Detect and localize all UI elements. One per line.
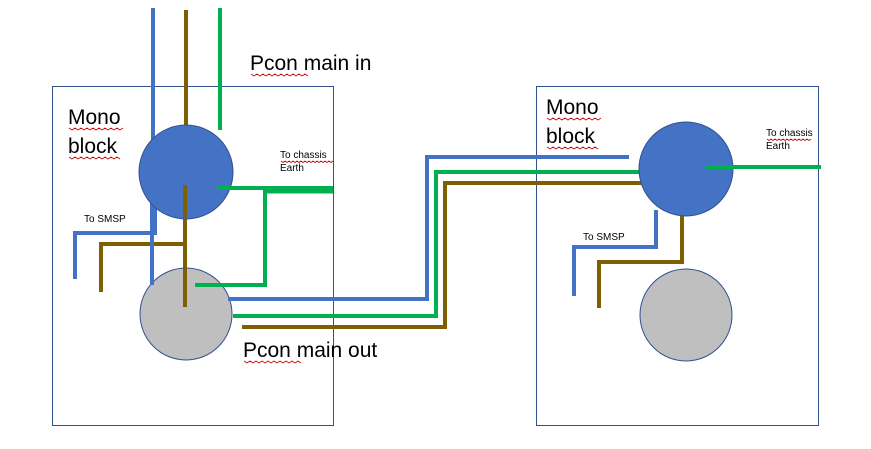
left-smsp-label: To SMSP (84, 214, 126, 225)
pcon-main-out-label: Pcon main out (243, 339, 377, 362)
right-block-title-line1: Mono (546, 96, 599, 119)
left-block-title-line2: block (68, 135, 118, 158)
pcon-main-in-squiggle (250, 73, 309, 77)
right-chassis-label-line2: Earth (766, 141, 790, 152)
left-power-connector (138, 124, 234, 220)
pcon-main-out-squiggle (243, 360, 302, 364)
right-block-squiggle-1 (546, 117, 602, 121)
right-chassis-squiggle (766, 138, 812, 141)
mains-out-brown-wire (242, 181, 650, 329)
right-chassis-label-line1: To chassis (766, 128, 813, 139)
right-block-title-line2: block (546, 125, 596, 148)
left-chassis-label-line1: To chassis (280, 150, 327, 161)
left-block-squiggle-1 (68, 127, 124, 131)
left-block-squiggle-2 (68, 156, 121, 160)
mains-out-green-wire (233, 170, 641, 318)
left-smsp-blue-wire (73, 205, 157, 279)
mains-out-blue-wire (228, 155, 629, 301)
right-block-squiggle-2 (546, 146, 599, 150)
right-smsp-brown-wire (597, 212, 684, 308)
left-mono-block-box (52, 86, 334, 426)
pcon-main-in-label: Pcon main in (250, 52, 371, 75)
left-block-title-line1: Mono (68, 106, 121, 129)
right-power-socket (639, 268, 733, 362)
right-smsp-label: To SMSP (583, 232, 625, 243)
left-chassis-label-line2: Earth (280, 163, 304, 174)
right-smsp-blue-wire (572, 210, 658, 296)
left-chassis-squiggle (280, 160, 334, 163)
right-mono-block-box (536, 86, 819, 426)
